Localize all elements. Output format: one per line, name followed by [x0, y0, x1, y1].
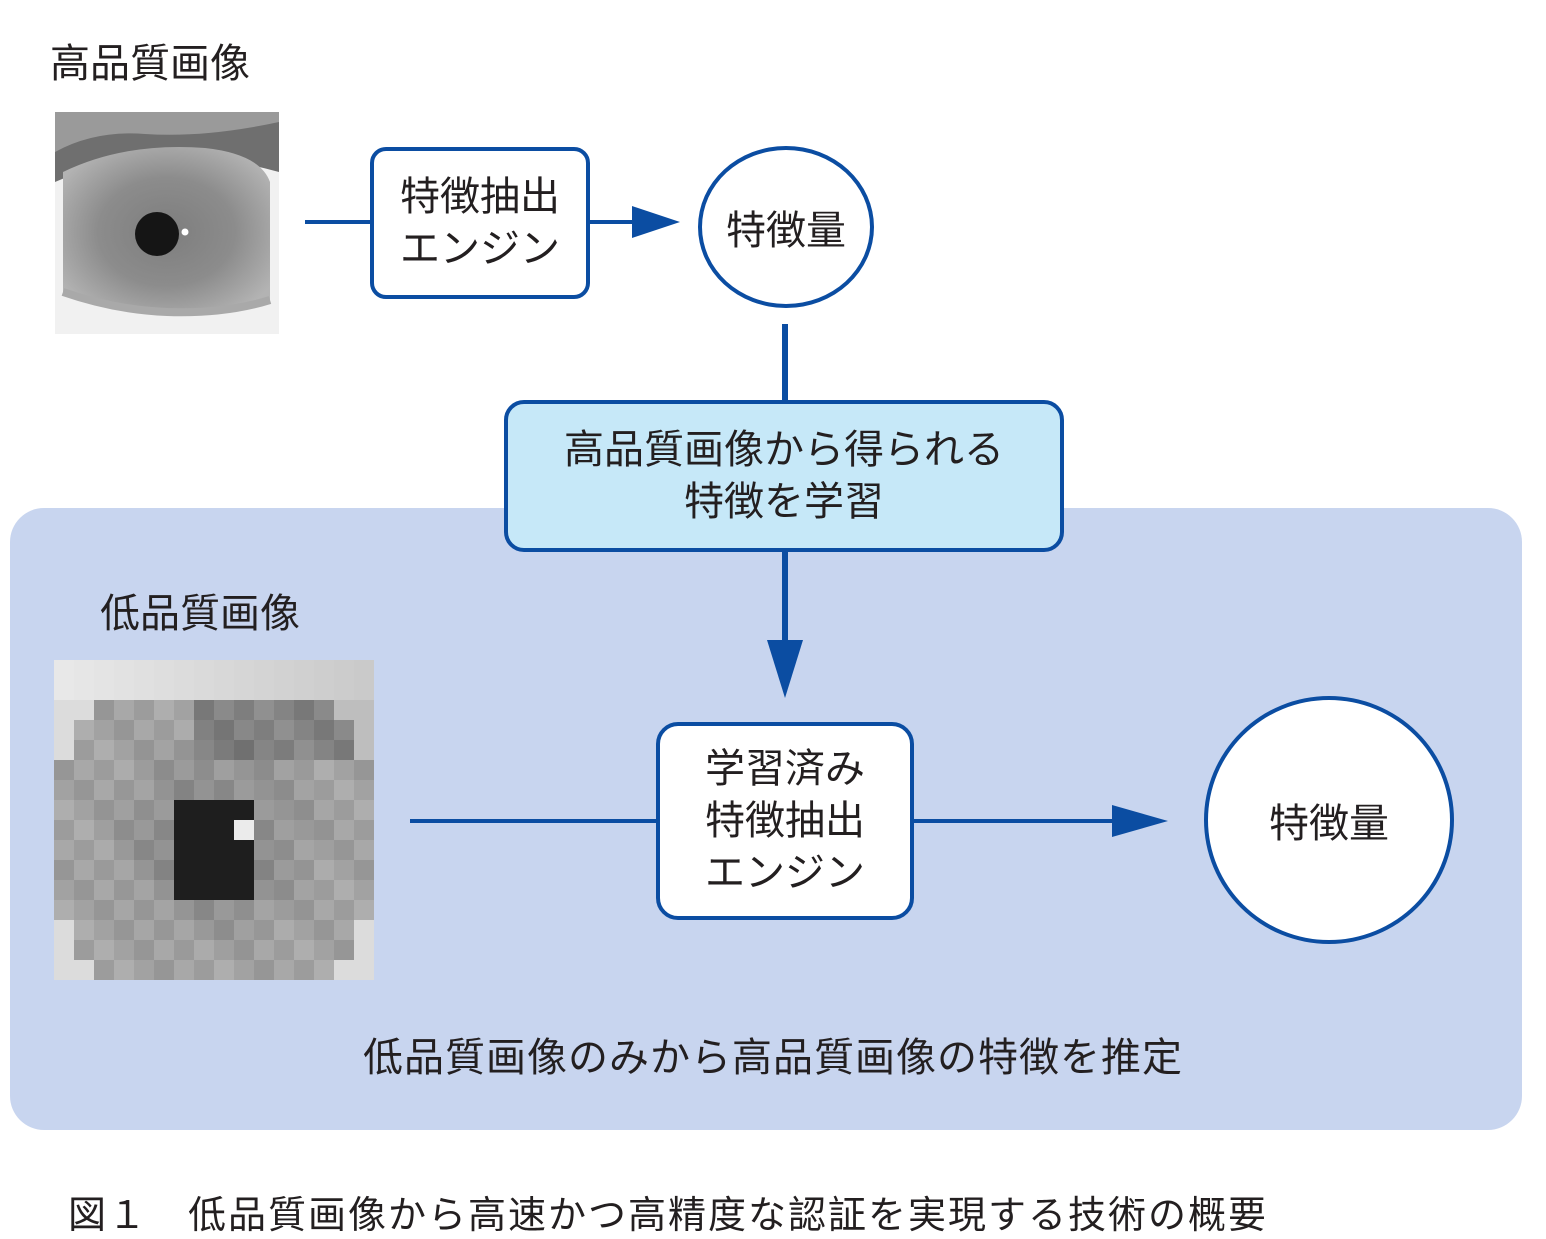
- eye-photo-icon: [55, 112, 279, 334]
- figure-caption: 図１ 低品質画像から高速かつ高精度な認証を実現する技術の概要: [68, 1193, 1269, 1237]
- pixelated-eye-icon: [54, 660, 374, 980]
- high-quality-label: 高品質画像: [50, 41, 250, 87]
- hq-arrowhead: [632, 206, 680, 238]
- panel-note: 低品質画像のみから高品質画像の特徴を推定: [363, 1035, 1183, 1081]
- trained-feature-extraction-engine: 学習済み 特徴抽出 エンジン: [656, 722, 914, 920]
- low-quality-label: 低品質画像: [100, 591, 300, 637]
- feature-quantity-circle-bottom: 特徴量: [1204, 696, 1454, 944]
- learning-arrowhead: [767, 640, 803, 698]
- feature-extraction-engine: 特徴抽出 エンジン: [370, 147, 590, 299]
- feature-quantity-circle-top: 特徴量: [698, 146, 874, 308]
- learning-box: 高品質画像から得られる 特徴を学習: [504, 400, 1064, 552]
- lq-arrowhead: [1112, 805, 1168, 837]
